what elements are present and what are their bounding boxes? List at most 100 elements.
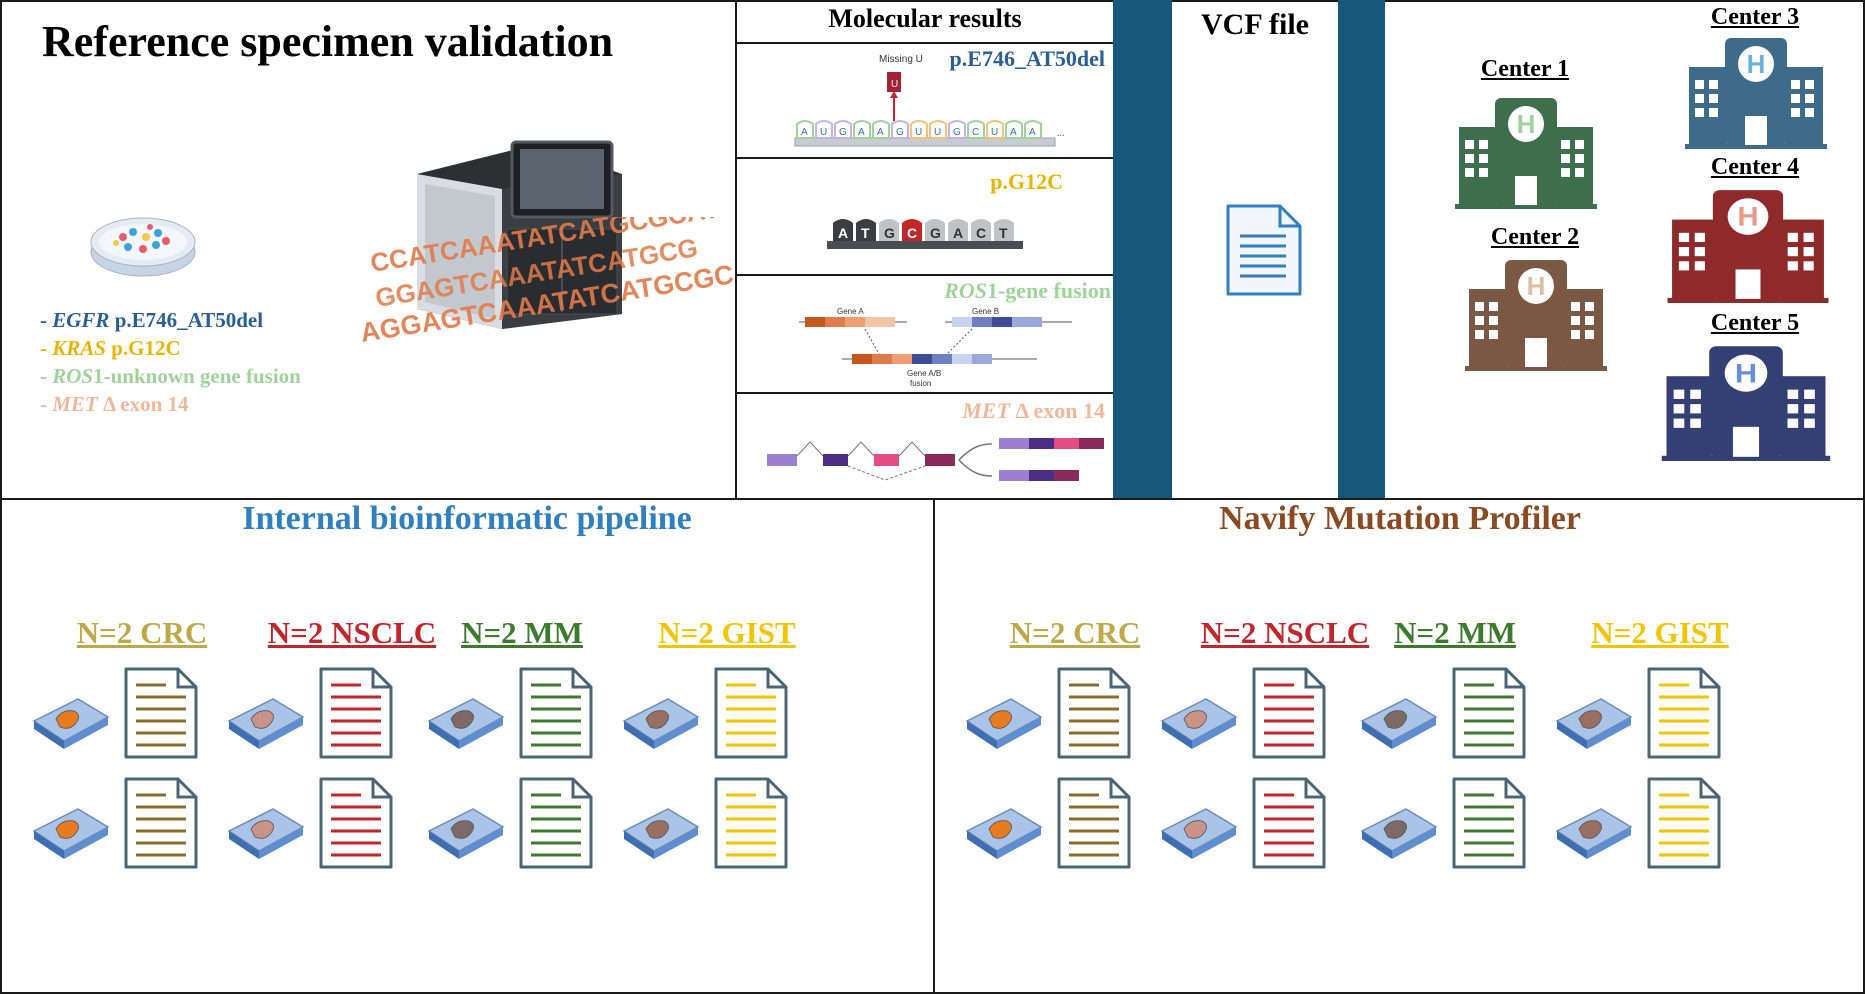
vcf-bar-right [1338, 0, 1386, 500]
dna-base-label: A [953, 225, 963, 241]
rna-base [872, 120, 890, 139]
dna-base [856, 219, 876, 241]
dna-base [948, 219, 968, 241]
rna-base-label: U [820, 127, 827, 138]
tissue-slide-icon [427, 698, 505, 749]
navify-title: Navify Mutation Profiler [1219, 500, 1581, 537]
svg-text:U: U [891, 79, 898, 90]
dna-base [902, 219, 922, 241]
group-label: N=2 GIST [658, 615, 796, 650]
rna-base-label: A [801, 127, 808, 138]
rna-base-label: U [991, 127, 998, 138]
centers-panel: Center 1 Center 2 Center 3 Center 4 Cent… [1385, 0, 1865, 500]
hospital-2-icon: H [1465, 260, 1607, 371]
fusion-label: Gene A/B [907, 369, 941, 378]
group-label: N=2 MM [461, 615, 583, 650]
hospital-1-icon: H [1455, 98, 1597, 209]
result-label-ros1: ROS1-gene fusion [944, 278, 1111, 303]
gene-a-label: Gene A [837, 307, 864, 316]
report-document-icon [319, 777, 393, 869]
molecular-results-title: Molecular results [828, 4, 1022, 33]
vcf-document-icon [1226, 204, 1302, 296]
report-document-icon [124, 777, 198, 869]
svg-text:H: H [1747, 49, 1766, 79]
tissue-slide-icon [227, 698, 305, 749]
mutation-egfr: - EGFR p.E746_AT50del [40, 308, 264, 332]
report-document-icon [519, 777, 593, 869]
svg-text:H: H [1735, 359, 1757, 389]
rna-base [815, 120, 833, 139]
dna-base-label: T [861, 225, 870, 241]
group-label: N=2 NSCLC [267, 615, 437, 650]
result-label-met: MET Δ exon 14 [962, 398, 1105, 423]
report-document-icon [1647, 777, 1721, 869]
report-document-icon [1057, 667, 1131, 759]
mutation-kras: - KRAS p.G12C [40, 336, 181, 360]
rna-base-label: G [896, 127, 904, 138]
result-label-egfr: p.E746_AT50del [949, 46, 1105, 71]
group-label: N=2 MM [1394, 615, 1516, 650]
tissue-slide-icon [1555, 808, 1633, 859]
center-4-label: Center 4 [1710, 154, 1800, 180]
rna-base-label: C [972, 127, 979, 138]
dna-base [879, 219, 899, 241]
result-label-kras: p.G12C [990, 169, 1063, 194]
internal-pipeline-title: Internal bioinformatic pipeline [242, 500, 692, 537]
hospital-3-icon: H [1685, 38, 1827, 149]
gene-fusion-graphic: Gene A Gene B Gene A/B fusion [799, 307, 1072, 388]
rna-base-label: U [934, 127, 941, 138]
rna-base [796, 120, 814, 139]
reference-panel: Reference specimen validation - EGFR p.E… [0, 0, 737, 500]
svg-text:...: ... [1057, 128, 1065, 139]
report-document-icon [1452, 667, 1526, 759]
report-document-icon [124, 667, 198, 759]
center-5-label: Center 5 [1710, 310, 1800, 336]
sequencer-icon [417, 140, 622, 329]
dna-base-label: C [907, 225, 917, 241]
center-1-label: Center 1 [1480, 56, 1570, 82]
rna-base-label: A [1010, 127, 1017, 138]
svg-text:H: H [1527, 271, 1546, 301]
tissue-slide-icon [32, 808, 110, 859]
report-document-icon [1647, 667, 1721, 759]
tissue-slide-icon [622, 808, 700, 859]
dna-base-label: G [884, 225, 895, 241]
tissue-slide-icon [965, 808, 1043, 859]
rna-base [929, 120, 947, 139]
dna-sequence-graphic: CCATCAAATATCATGCGCAT GGAGTCAAATATCATGCG … [358, 217, 737, 348]
rna-base [967, 120, 985, 139]
rna-base-label: U [915, 127, 922, 138]
report-document-icon [1252, 667, 1326, 759]
hospital-5-icon: H [1661, 346, 1831, 461]
dna-base [994, 219, 1014, 241]
tissue-slide-icon [1160, 698, 1238, 749]
report-document-icon [714, 667, 788, 759]
report-document-icon [1452, 777, 1526, 869]
rna-base-label: G [953, 127, 961, 138]
exon-skipping-graphic [767, 438, 1104, 481]
rna-base [1005, 120, 1023, 139]
report-document-icon [519, 667, 593, 759]
dna-base-label: A [838, 225, 848, 241]
rna-base-label: A [858, 127, 865, 138]
report-document-icon [714, 777, 788, 869]
rna-base-label: A [1029, 127, 1036, 138]
dna-base-label: T [999, 225, 1008, 241]
svg-text:H: H [1517, 109, 1536, 139]
tissue-slide-icon [427, 808, 505, 859]
group-label: N=2 CRC [76, 615, 208, 650]
dna-base [971, 219, 991, 241]
tissue-slide-icon [965, 698, 1043, 749]
gene-b-label: Gene B [972, 307, 999, 316]
report-document-icon [319, 667, 393, 759]
molecular-results-panel: Molecular results p.E746_AT50del Missing… [735, 0, 1115, 500]
dna-base-label: G [930, 225, 941, 241]
petri-dish-icon [90, 217, 196, 277]
rna-base [986, 120, 1004, 139]
group-label: N=2 CRC [1009, 615, 1141, 650]
dna-base-label: C [976, 225, 986, 241]
